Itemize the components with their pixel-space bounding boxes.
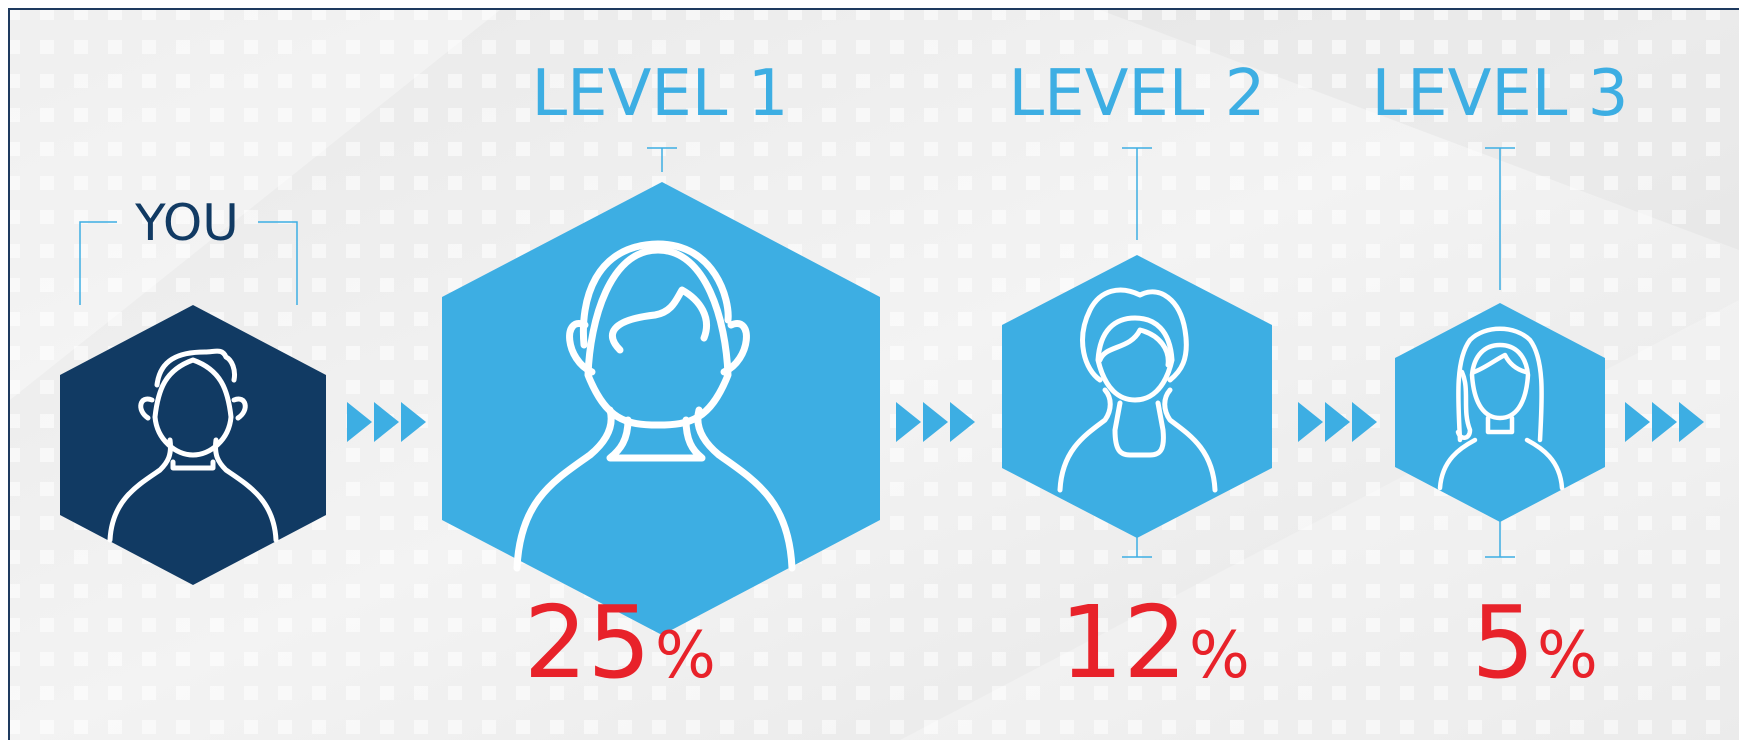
person-icon — [107, 348, 279, 543]
level-2-node: LEVEL 2 — [1002, 57, 1272, 558]
level-1-percent: 25 % — [524, 584, 716, 701]
level-2-percent-number: 12 — [1060, 584, 1187, 701]
level-2-label: LEVEL 2 — [1008, 57, 1265, 131]
outer-frame — [8, 8, 1739, 740]
level-2-percent-sign: % — [1189, 619, 1250, 693]
level-1-hexagon — [442, 182, 880, 635]
you-bracket — [79, 221, 298, 305]
chevron-triple-icon — [347, 402, 426, 442]
level-1-label: LEVEL 1 — [531, 57, 788, 131]
level-1-percent-number: 25 — [524, 584, 651, 701]
level-3-percent: 5 % — [1471, 584, 1597, 701]
level-3-node: LEVEL 3 — [1371, 57, 1629, 558]
chevron-triple-icon — [896, 402, 975, 442]
level-2-percent: 12 % — [1060, 584, 1250, 701]
you-hexagon — [60, 305, 326, 585]
level-2-hexagon — [1002, 255, 1272, 538]
you-node: YOU — [60, 194, 326, 585]
person-icon — [1437, 326, 1565, 491]
level-3-label: LEVEL 3 — [1371, 57, 1628, 131]
you-label: YOU — [134, 194, 239, 252]
person-icon — [1057, 287, 1218, 493]
level-3-percent-sign: % — [1537, 619, 1598, 693]
level-3-percent-number: 5 — [1471, 584, 1535, 701]
level-1-node: LEVEL 1 — [442, 57, 880, 635]
chevron-triple-icon — [1298, 402, 1377, 442]
person-icon — [513, 240, 796, 572]
chevron-triple-icon — [1625, 402, 1704, 442]
level-1-percent-sign: % — [655, 619, 716, 693]
